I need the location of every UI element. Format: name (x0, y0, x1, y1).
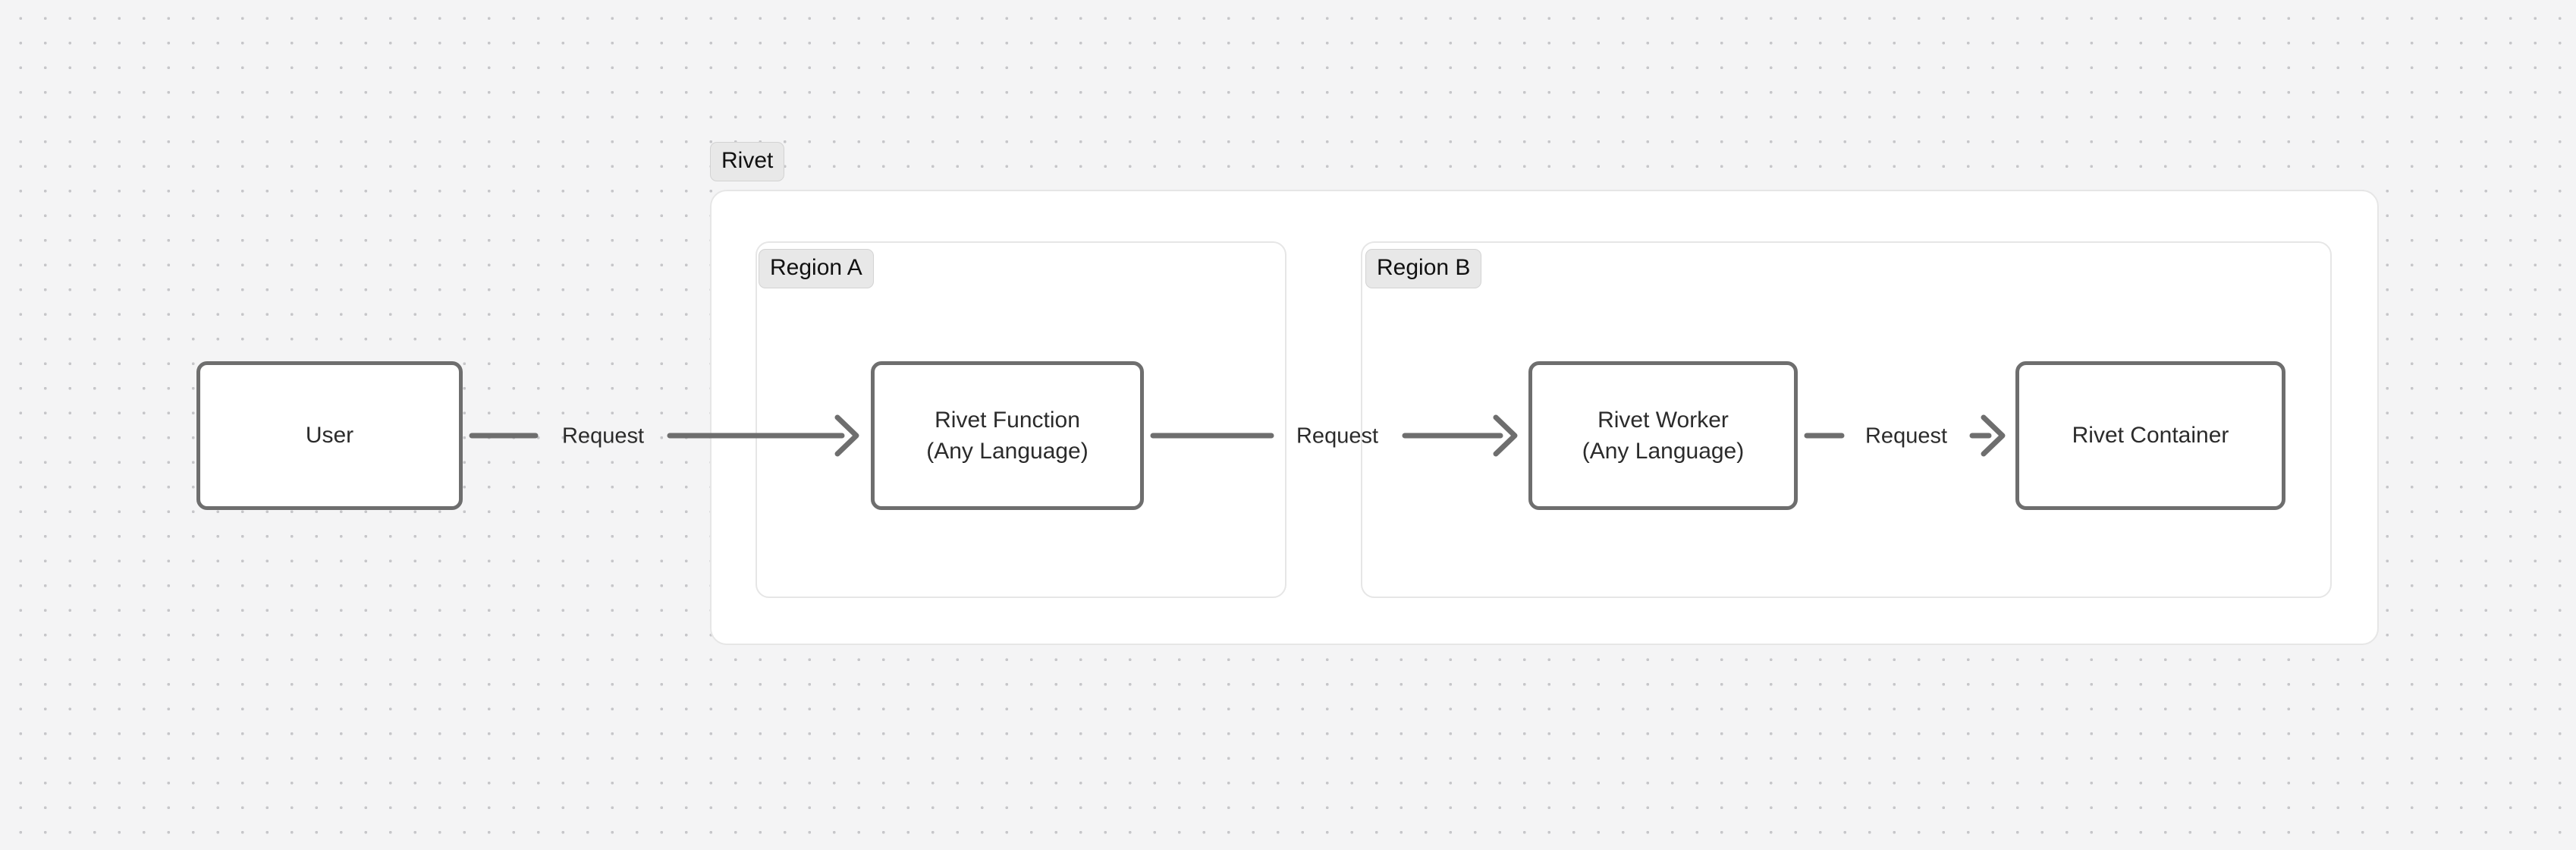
group-chip-rivet[interactable]: Rivet (710, 142, 785, 181)
node-rivet-worker-label: Rivet Worker (Any Language) (1582, 407, 1745, 464)
edge-label-function-to-worker: Request (1296, 423, 1379, 449)
node-rivet-function-label: Rivet Function (Any Language) (926, 407, 1089, 464)
edge-label-worker-to-container: Request (1864, 423, 1948, 449)
group-chip-region-a[interactable]: Region A (759, 249, 874, 288)
group-chip-region-b[interactable]: Region B (1365, 249, 1482, 288)
node-rivet-container[interactable]: Rivet Container (2015, 361, 2285, 510)
node-rivet-container-label: Rivet Container (2072, 423, 2229, 449)
node-rivet-function[interactable]: Rivet Function (Any Language) (871, 361, 1144, 510)
node-user-label: User (305, 423, 354, 449)
edge-label-user-to-function: Request (561, 423, 645, 449)
node-user[interactable]: User (196, 361, 463, 510)
node-rivet-worker[interactable]: Rivet Worker (Any Language) (1528, 361, 1798, 510)
